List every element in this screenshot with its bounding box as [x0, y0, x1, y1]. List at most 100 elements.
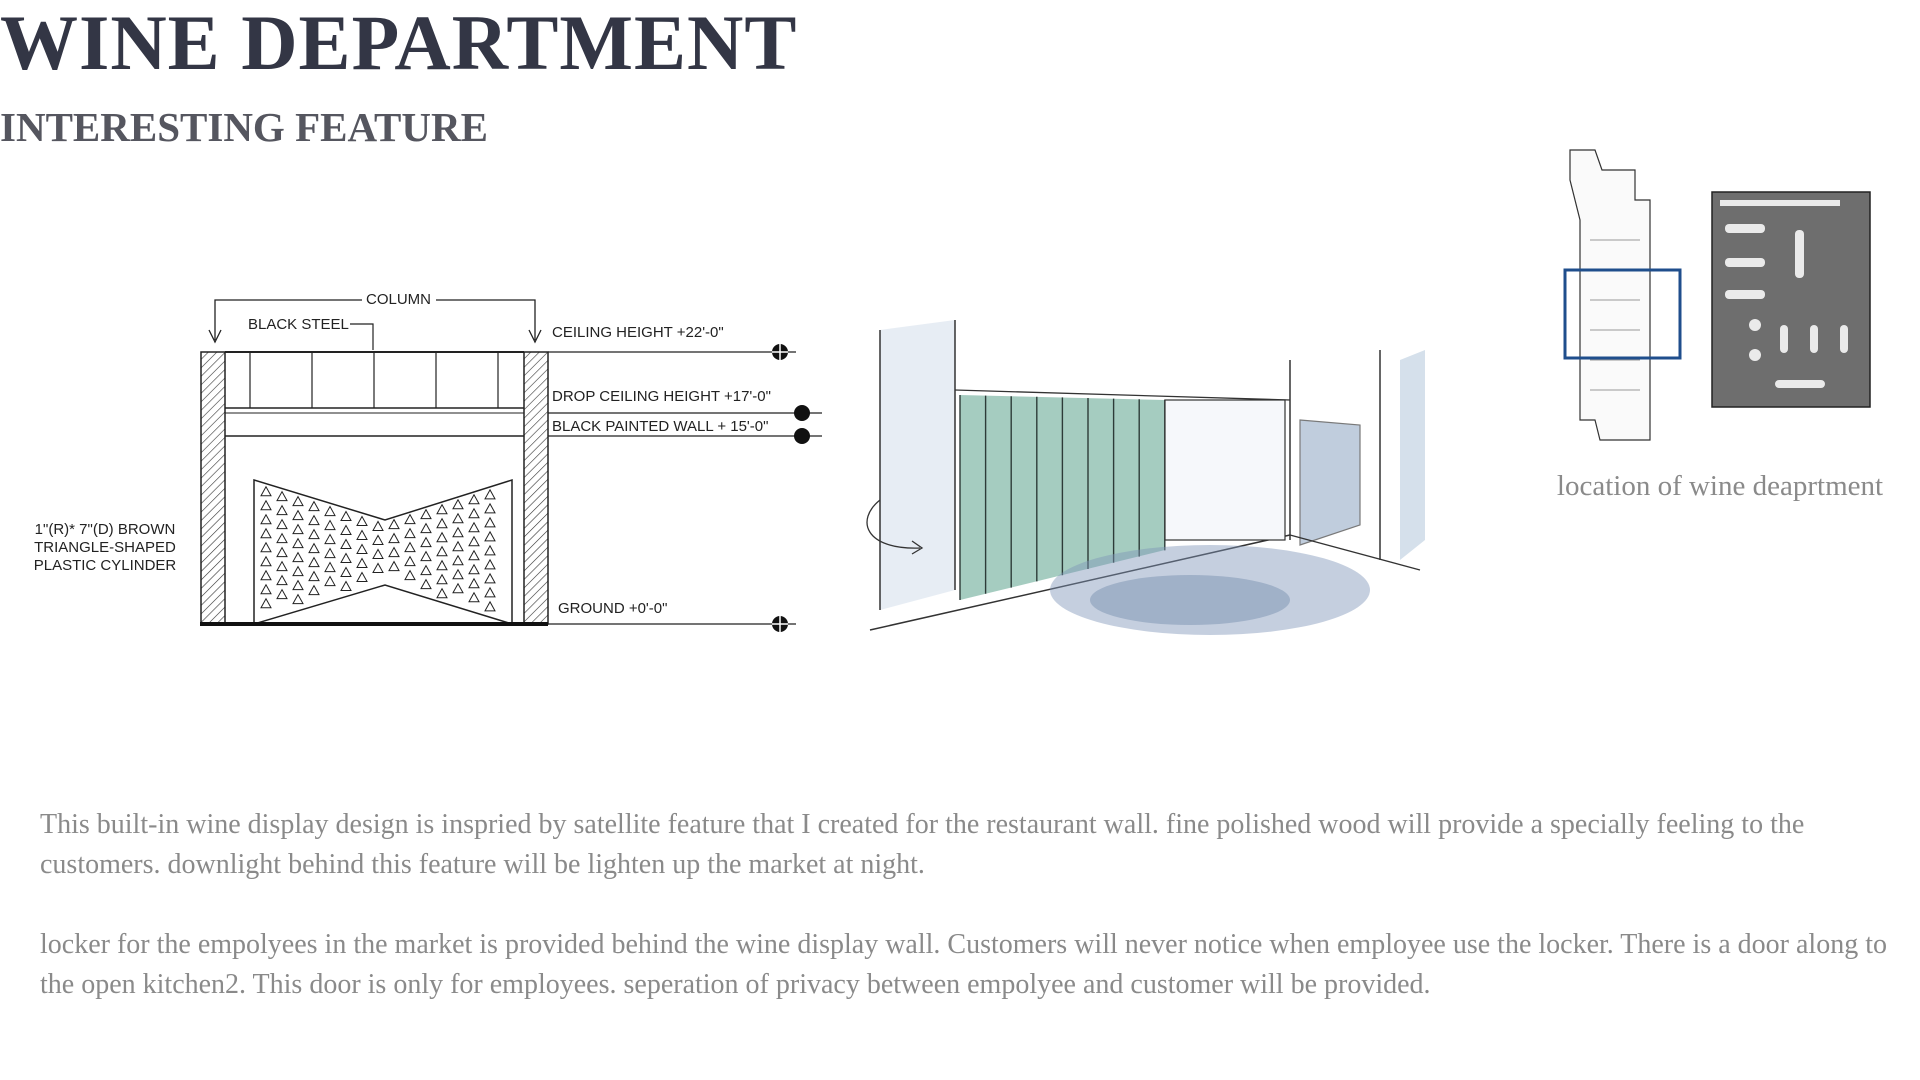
triangle-pattern-mark	[340, 510, 352, 522]
triangle-pattern-mark	[404, 569, 416, 581]
triangle-pattern-mark	[276, 532, 288, 544]
triangle-pattern-mark	[468, 507, 480, 519]
triangle-pattern-mark	[308, 570, 320, 582]
triangle-pattern-mark	[420, 564, 432, 576]
triangle-pattern-mark	[468, 521, 480, 533]
wine-display-elevation-drawing: COLUMN BLACK STEEL CEILING HEIGHT +22'-0…	[34, 288, 822, 632]
triangle-pattern-mark	[452, 526, 464, 538]
triangle-pattern-mark	[388, 546, 400, 558]
triangle-pattern-mark	[260, 499, 272, 511]
section-subtitle: INTERESTING FEATURE	[0, 104, 488, 150]
triangle-pattern-mark	[420, 578, 432, 590]
wine-department-highlight-box	[1563, 268, 1682, 360]
triangle-pattern-mark	[276, 574, 288, 586]
triangle-pattern-mark	[468, 549, 480, 561]
triangle-pattern-mark	[484, 530, 496, 542]
triangle-pattern-mark	[468, 591, 480, 603]
triangle-pattern-mark	[340, 580, 352, 592]
triangle-pattern-mark	[292, 495, 304, 507]
triangle-pattern-mark	[308, 514, 320, 526]
drop-ceiling-label: DROP CEILING HEIGHT +17'-0"	[552, 388, 771, 405]
triangle-pattern-mark	[308, 584, 320, 596]
location-plan-thumbnails	[1563, 149, 1871, 441]
triangle-pattern-mark	[452, 540, 464, 552]
triangle-pattern-mark	[404, 555, 416, 567]
triangle-pattern-mark	[324, 533, 336, 545]
triangle-pattern-mark	[420, 550, 432, 562]
triangle-pattern-mark	[260, 555, 272, 567]
triangle-pattern-mark	[276, 546, 288, 558]
page-title: WINE DEPARTMENT	[0, 0, 798, 86]
triangle-pattern-mark	[340, 524, 352, 536]
triangle-pattern-mark	[276, 504, 288, 516]
triangle-pattern-mark	[292, 551, 304, 563]
triangle-pattern-mark	[308, 528, 320, 540]
triangle-pattern-mark	[356, 515, 368, 526]
triangle-pattern-mark	[404, 527, 416, 539]
triangle-pattern-mark	[356, 557, 368, 568]
triangle-pattern-mark	[324, 547, 336, 559]
triangle-pattern-mark	[388, 518, 400, 530]
black-steel-label: BLACK STEEL	[248, 316, 349, 333]
triangle-pattern-mark	[468, 577, 480, 589]
triangle-pattern-mark	[420, 536, 432, 548]
triangle-pattern-mark	[484, 600, 496, 612]
triangle-pattern-mark	[452, 554, 464, 566]
triangle-pattern-mark	[404, 541, 416, 553]
triangle-pattern-mark	[260, 597, 272, 609]
triangle-pattern-mark	[436, 587, 448, 599]
triangle-pattern-mark	[308, 542, 320, 554]
triangle-pattern-mark	[340, 538, 352, 550]
triangle-pattern-mark	[340, 552, 352, 564]
triangle-pattern-mark	[292, 579, 304, 591]
triangle-pattern-mark	[452, 568, 464, 580]
ground-label: GROUND +0'-0"	[558, 600, 667, 617]
triangle-pattern-mark	[260, 485, 272, 497]
material-note-line-3: PLASTIC CYLINDER	[34, 557, 177, 574]
triangle-pattern-mark	[324, 561, 336, 573]
triangle-pattern-mark	[468, 493, 480, 505]
triangle-pattern-mark	[468, 535, 480, 547]
triangle-pattern-mark	[484, 502, 496, 514]
description-paragraph-1: This built-in wine display design is ins…	[40, 809, 1805, 880]
triangle-pattern-mark	[308, 500, 320, 512]
triangle-pattern-mark	[324, 519, 336, 531]
triangle-pattern-mark	[308, 556, 320, 568]
triangle-pattern-mark	[484, 586, 496, 598]
triangle-pattern-mark	[452, 582, 464, 594]
triangle-pattern-mark	[436, 545, 448, 557]
triangle-pattern-mark	[260, 569, 272, 581]
triangle-pattern-mark	[436, 517, 448, 529]
triangle-pattern-mark	[356, 529, 368, 540]
triangle-pattern-mark	[276, 490, 288, 502]
triangle-pattern-mark	[484, 572, 496, 584]
triangle-pattern-mark	[260, 583, 272, 595]
triangle-pattern-mark	[292, 537, 304, 549]
description-paragraph-2: locker for the empolyees in the market i…	[40, 929, 1887, 1000]
triangle-pattern-mark	[276, 518, 288, 530]
triangle-pattern-mark	[404, 513, 416, 525]
triangle-pattern-mark	[356, 543, 368, 554]
material-note-line-1: 1"(R)* 7"(D) BROWN	[35, 521, 176, 538]
triangle-pattern-mark	[484, 544, 496, 556]
triangle-pattern-mark	[260, 527, 272, 539]
black-painted-wall-label: BLACK PAINTED WALL + 15'-0"	[552, 418, 768, 435]
triangle-pattern-mark	[452, 498, 464, 510]
triangle-pattern-mark	[468, 563, 480, 575]
triangle-pattern-mark	[324, 505, 336, 517]
triangle-pattern-mark	[340, 566, 352, 578]
triangle-pattern-mark	[484, 516, 496, 528]
ceiling-height-label: CEILING HEIGHT +22'-0"	[552, 324, 724, 341]
triangle-pattern-mark	[388, 532, 400, 544]
triangle-pattern-mark	[324, 575, 336, 587]
triangle-pattern-mark	[452, 512, 464, 524]
triangle-pattern-mark	[372, 562, 384, 573]
triangle-pattern-mark	[276, 588, 288, 600]
locker-perspective-sketch	[866, 320, 1425, 635]
triangle-pattern-mark	[372, 520, 384, 531]
triangle-pattern-mark	[356, 571, 368, 582]
triangle-pattern-mark	[420, 508, 432, 520]
triangle-pattern-mark	[372, 548, 384, 559]
triangle-pattern-mark	[388, 560, 400, 572]
triangle-pattern-mark	[436, 531, 448, 543]
